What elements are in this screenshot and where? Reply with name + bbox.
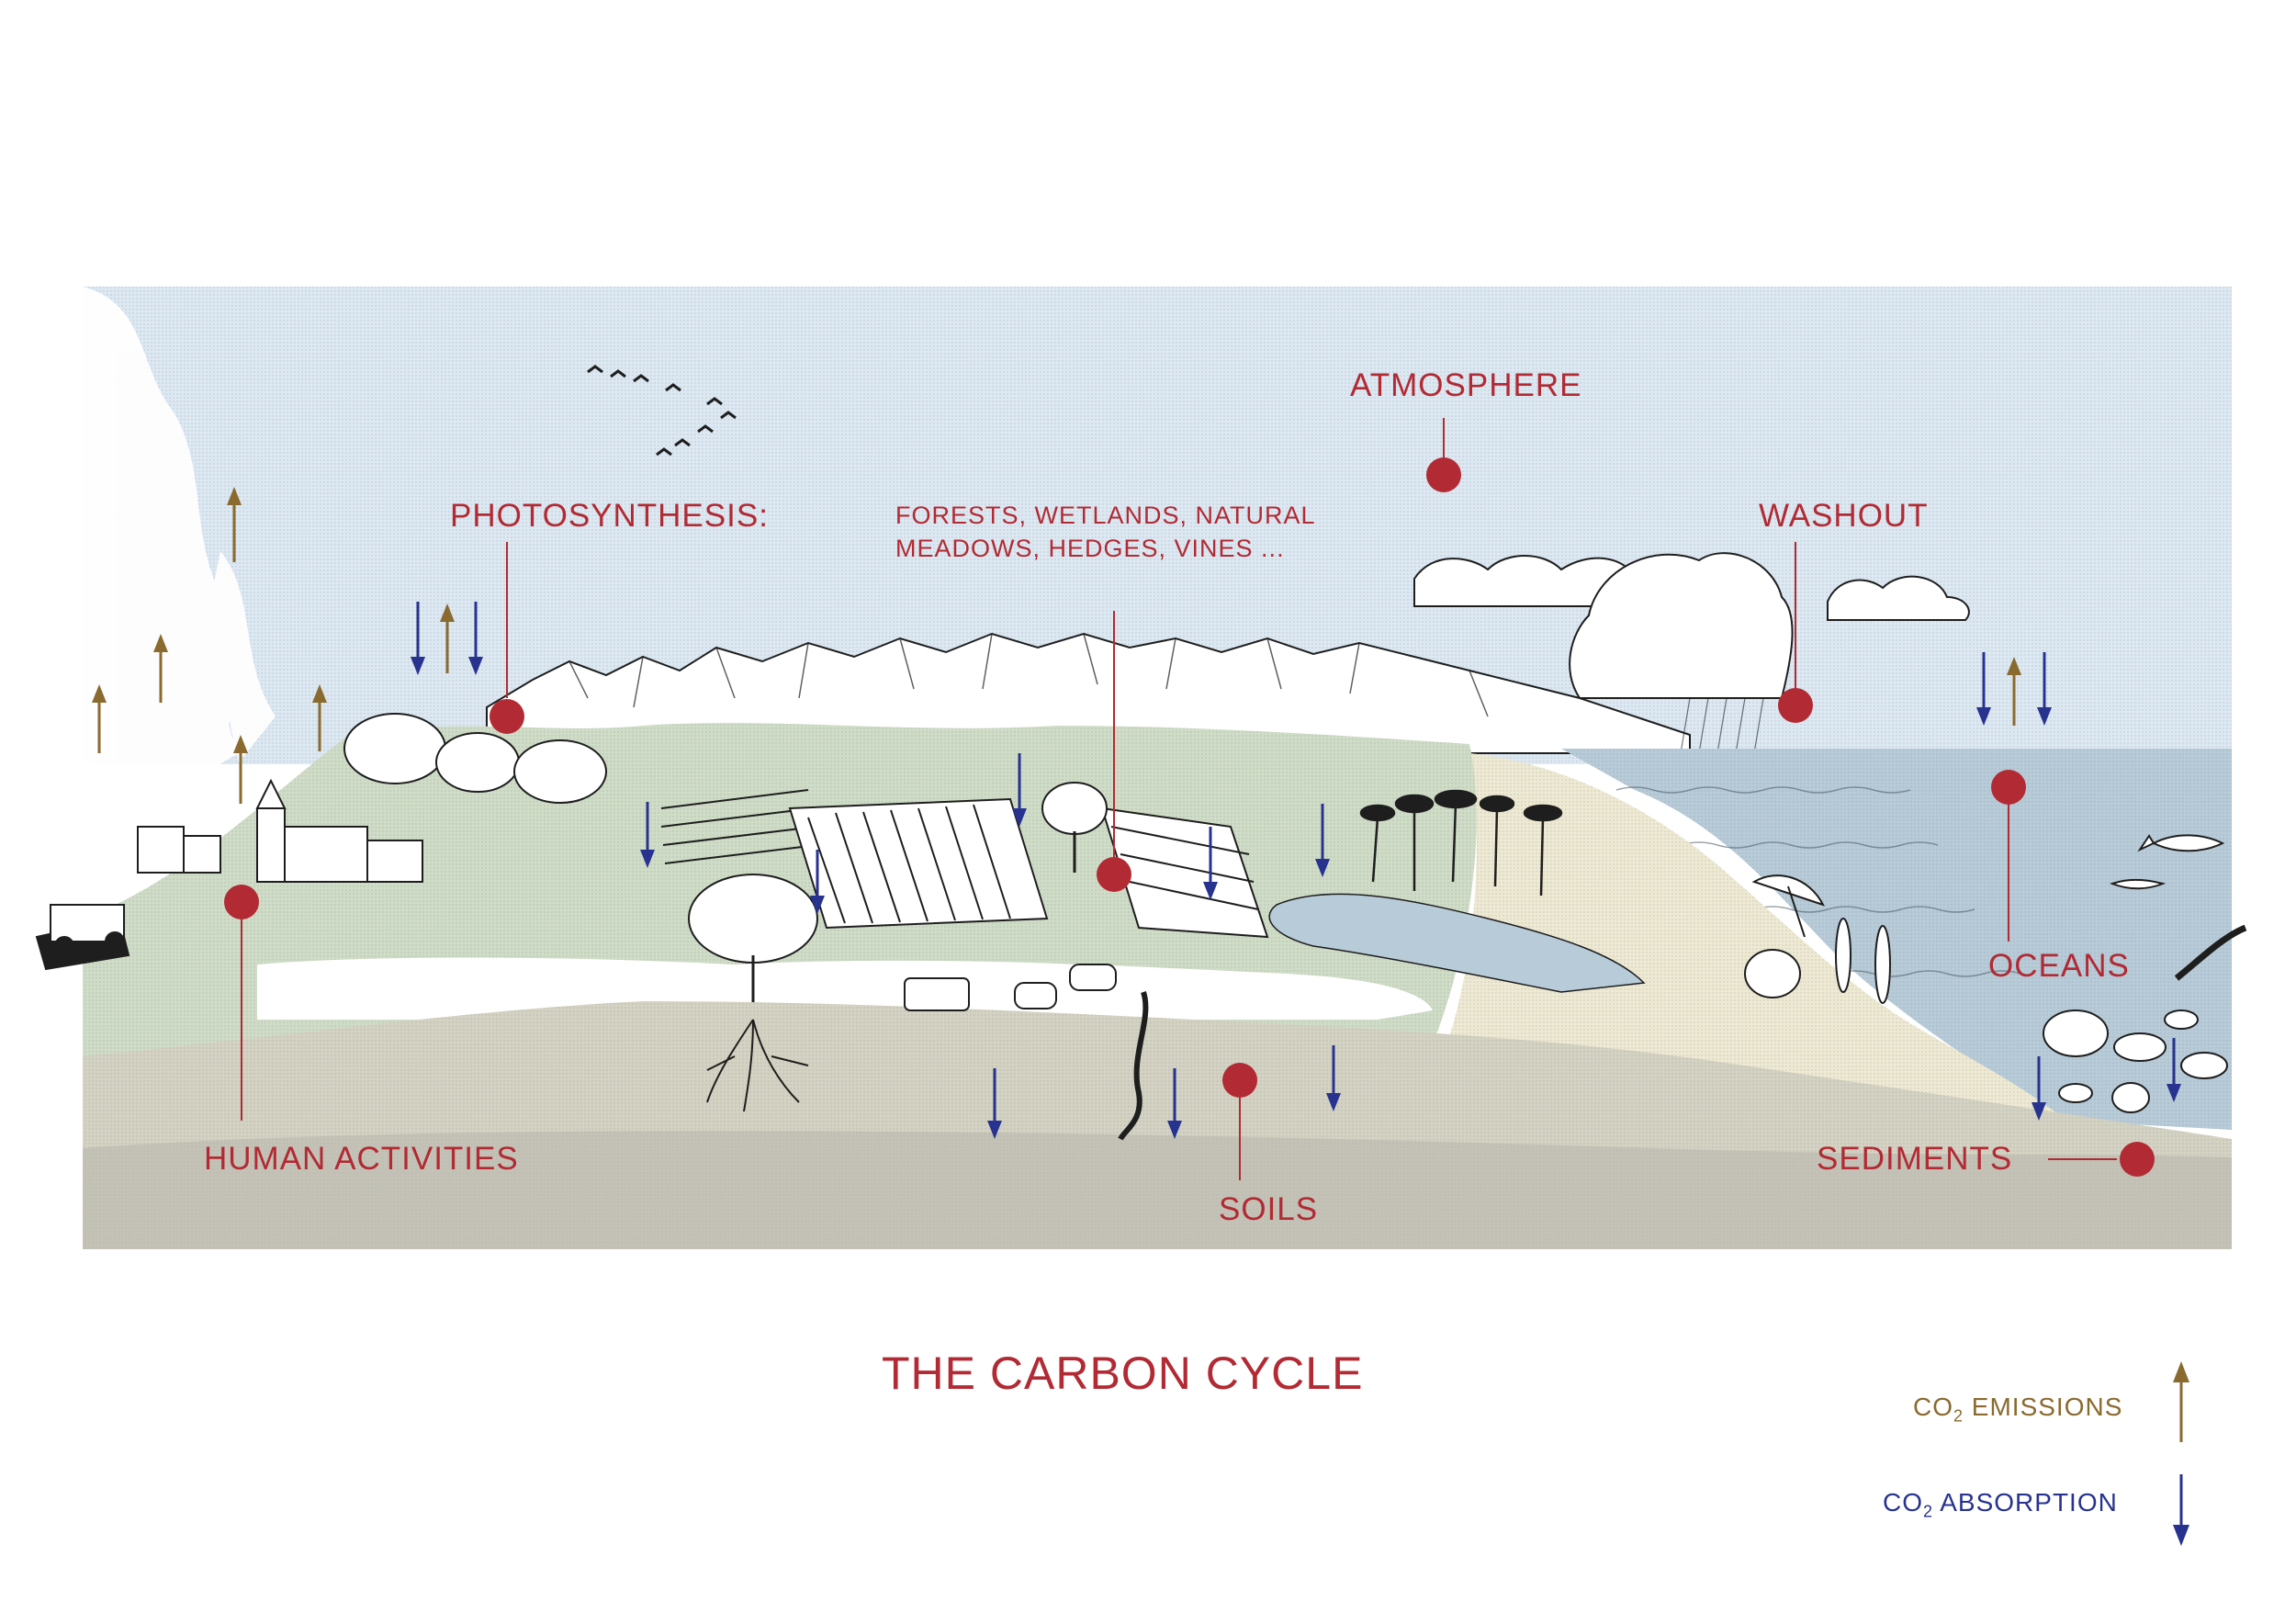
wetland-pond (1268, 893, 1646, 993)
absorption-arrow (987, 1068, 1002, 1139)
label-markers (224, 418, 2155, 1180)
vineyard-rows (660, 789, 1269, 939)
absorption-arrow (2032, 1056, 2046, 1121)
oceans-label: OCEANS (1988, 948, 2130, 984)
sediments-marker (2048, 1142, 2155, 1177)
soils-marker (1222, 1063, 1257, 1180)
emission-arrow (440, 603, 455, 673)
emission-arrow (153, 634, 168, 703)
emission-arrow (227, 487, 242, 562)
sediments-label: SEDIMENTS (1817, 1141, 2013, 1177)
village (137, 778, 423, 883)
absorption-arrow (1203, 827, 1218, 900)
ecosystems-marker (1097, 611, 1131, 892)
emission-arrow (92, 684, 107, 753)
marine-life (2043, 834, 2247, 1113)
soils-label: SOILS (1219, 1191, 1319, 1227)
smoke-plumes (83, 287, 276, 827)
absorption-arrow (411, 602, 425, 675)
legend-emissions-subscript: 2 (1953, 1406, 1964, 1426)
photosynthesis-label: PHOTOSYNTHESIS: (450, 498, 769, 534)
absorption-arrow (1012, 753, 1027, 827)
ecosystems-line-2: MEADOWS, HEDGES, VINES ... (895, 535, 1285, 562)
deep-soil (83, 1131, 2232, 1249)
human-activities-marker (224, 885, 259, 1121)
pine-trees (1359, 789, 1563, 897)
legend-absorption-arrow (2173, 1474, 2189, 1546)
absorption-arrow (1976, 652, 1991, 726)
surfboards (1835, 918, 1891, 1004)
earthworm (1118, 991, 1149, 1141)
absorption-arrow (640, 802, 655, 868)
legend-absorption-suffix: ABSORPTION (1933, 1488, 2118, 1517)
legend-absorption-label: CO2 ABSORPTION (1883, 1488, 2118, 1522)
ecosystems-line-1: FORESTS, WETLANDS, NATURAL (895, 502, 1316, 529)
car (35, 904, 130, 971)
human-activities-label: HUMAN ACTIVITIES (204, 1141, 519, 1177)
absorption-arrow (2167, 1038, 2181, 1102)
rain-lines (1680, 697, 1764, 754)
trees (343, 713, 1801, 998)
absorption-arrow (810, 850, 825, 914)
storm-clouds (1413, 552, 1970, 699)
absorption-arrow (2037, 652, 2052, 726)
legend-absorption-subscript: 2 (1923, 1502, 1934, 1521)
legend-emissions-suffix: EMISSIONS (1964, 1393, 2123, 1421)
absorption-arrow (1167, 1068, 1182, 1139)
legend-emission-arrow (2173, 1361, 2189, 1442)
atmosphere-label: ATMOSPHERE (1350, 367, 1582, 403)
ecosystems-label: FORESTS, WETLANDS, NATURAL MEADOWS, HEDG… (895, 499, 1316, 565)
meadow (257, 957, 1433, 1020)
beach-umbrella (1751, 874, 1825, 938)
oceans-marker (1991, 770, 2026, 942)
legend-emissions-label: CO2 EMISSIONS (1913, 1393, 2122, 1427)
diagram-title: THE CARBON CYCLE (882, 1348, 1364, 1399)
grazing-animals (904, 964, 1117, 1011)
absorption-arrow (468, 602, 483, 675)
flying-birds (587, 365, 737, 457)
mountain-range (486, 632, 1691, 754)
emission-arrow (233, 735, 248, 804)
emission-arrow (2007, 657, 2021, 726)
tree-roots (706, 1019, 809, 1112)
washout-label: WASHOUT (1759, 498, 1929, 534)
co2-absorption-arrows (411, 602, 2181, 1139)
co2-emission-arrows (92, 487, 2021, 804)
emission-arrow (312, 684, 327, 751)
photosynthesis-marker (490, 542, 524, 734)
legend-absorption-prefix: CO (1883, 1488, 1923, 1517)
absorption-arrow (1326, 1045, 1341, 1111)
atmosphere-marker (1426, 418, 1461, 492)
absorption-arrow (1315, 804, 1330, 877)
legend-emissions-prefix: CO (1913, 1393, 1953, 1421)
washout-marker (1778, 542, 1813, 723)
